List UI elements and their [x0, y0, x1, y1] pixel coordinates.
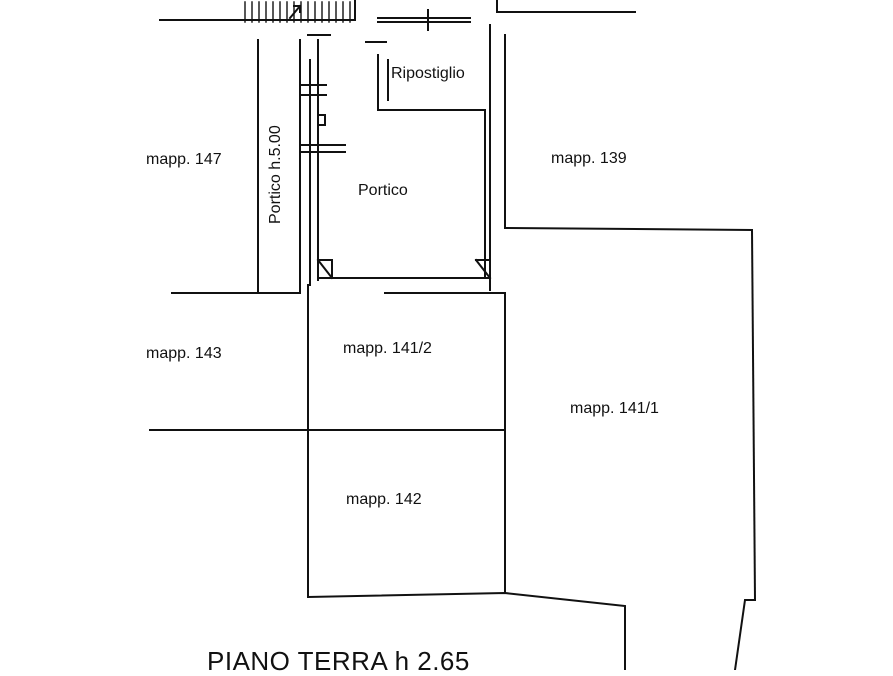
portico-col-left	[316, 258, 334, 280]
portico-left-wall	[307, 34, 331, 286]
portico-right-wall	[484, 24, 491, 291]
parcel-141-2-label: mapp. 141/2	[343, 340, 432, 357]
boundary-bottom	[306, 591, 626, 670]
parcel-139-label: mapp. 139	[551, 150, 627, 167]
ripostiglio-door	[377, 9, 471, 31]
ripostiglio-walls	[377, 54, 486, 111]
parcel-142-label: mapp. 142	[346, 491, 422, 508]
portico-label: Portico	[358, 182, 408, 199]
ripostiglio-label: Ripostiglio	[391, 65, 465, 82]
portico-col-right	[474, 258, 492, 280]
staircase-arrow	[288, 4, 302, 20]
portico-corridor-label: Portico h.5.00	[267, 125, 284, 224]
parcel-141-1-label: mapp. 141/1	[570, 400, 659, 417]
parcel-147-label: mapp. 147	[146, 151, 222, 168]
boundary-141-1-top	[503, 226, 754, 232]
parcel-143-label: mapp. 143	[146, 345, 222, 362]
boundary-141-1-right	[750, 228, 757, 602]
boundary-141-1-bottom-right	[733, 599, 756, 670]
top-wall-left	[159, 0, 356, 21]
plan-title: PIANO TERRA h 2.65	[207, 646, 470, 676]
portico-left-jamb	[299, 84, 346, 153]
